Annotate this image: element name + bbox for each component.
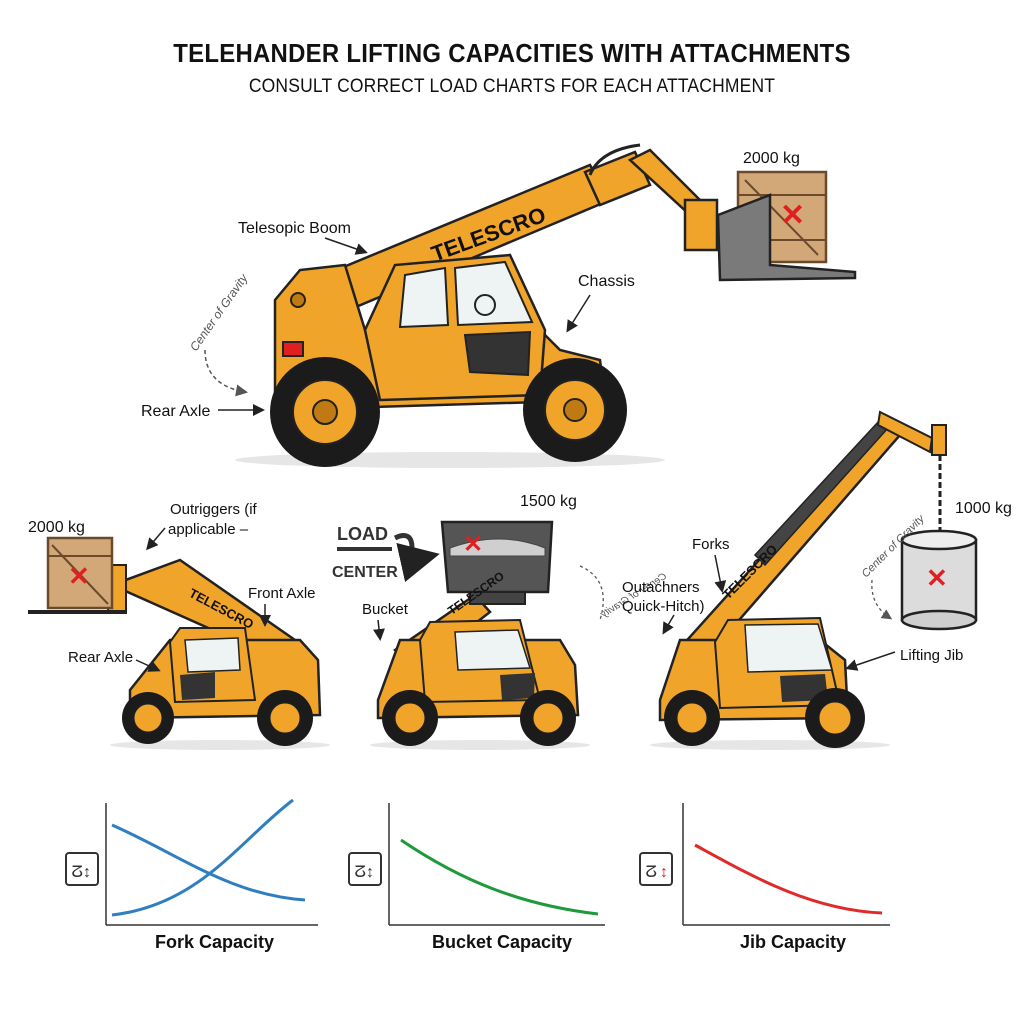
- bucket-label: Bucket: [362, 601, 409, 618]
- front-axle-label: Front Axle: [248, 585, 316, 602]
- bucket-capacity-curve: [400, 838, 599, 916]
- outriggers-label-line2: applicable –: [168, 521, 249, 538]
- quick-hitch-label-line1: Outachners: [622, 579, 700, 596]
- fork-warning-x: ✕: [68, 561, 90, 591]
- bucket-capacity-chart: ⵒ↕ Bucket Capacity: [348, 803, 605, 952]
- svg-text:ⵒ: ⵒ: [645, 864, 657, 881]
- concrete-load: [900, 529, 978, 631]
- page-title: TELEHANDER LIFTING CAPACITIES WITH ATTAC…: [173, 38, 851, 68]
- chassis-label: Chassis: [578, 273, 635, 290]
- lifting-jib-label: Lifting Jib: [900, 647, 963, 664]
- jib-load-weight: 1000 kg: [955, 500, 1012, 517]
- fork-capacity-caption: Fork Capacity: [155, 932, 274, 952]
- load-chart-icon: ⵒ ↕: [639, 852, 673, 886]
- fork-load-weight: 2000 kg: [28, 519, 85, 536]
- main-load-weight: 2000 kg: [743, 150, 800, 167]
- main-rear-axle-label: Rear Axle: [141, 403, 210, 420]
- fork-capacity-chart: ⵒ↕ Fork Capacity: [65, 798, 318, 952]
- load-center-arrow: [393, 533, 440, 583]
- load-center-line1: LOAD: [337, 524, 388, 544]
- front-wheel: [523, 358, 627, 462]
- forks-label: Forks: [692, 536, 730, 553]
- jib-capacity-curve: [694, 843, 883, 915]
- operator-cab: [363, 253, 547, 402]
- load-chart-icon: ⵒ↕: [65, 852, 99, 886]
- jib-warning-x: ✕: [926, 563, 948, 593]
- jib-capacity-caption: Jib Capacity: [740, 932, 846, 952]
- load-center-line2: CENTER: [332, 564, 398, 581]
- load-center-badge: LOAD CENTER: [332, 524, 440, 583]
- svg-text:ⵒ↕: ⵒ↕: [71, 864, 91, 881]
- bucket-telehandler: ✕ TELESCRO: [370, 520, 590, 750]
- rear-wheel: [270, 357, 380, 467]
- quick-hitch-label-line2: Quick-Hitch): [622, 598, 705, 615]
- svg-text:ⵒ↕: ⵒ↕: [354, 864, 374, 881]
- bucket-load-weight: 1500 kg: [520, 493, 577, 510]
- main-warning-x: ✕: [780, 199, 805, 232]
- fork-capacity-curve-b: [111, 798, 294, 917]
- fork-capacity-curve-a: [111, 823, 306, 902]
- jib-telehandler: ✕ TELESCRO: [650, 410, 978, 750]
- page-subtitle: CONSULT CORRECT LOAD CHARTS FOR EACH ATT…: [248, 76, 776, 97]
- fork-rear-axle-label: Rear Axle: [68, 649, 133, 666]
- main-cog-label: Center of Gravity: [187, 271, 251, 354]
- outriggers-label-line1: Outriggers (if: [170, 501, 258, 518]
- bucket-capacity-caption: Bucket Capacity: [432, 932, 572, 952]
- load-chart-icon: ⵒ↕: [348, 852, 382, 886]
- bucket-warning-x: ✕: [463, 531, 483, 558]
- main-bucket-attachment: [716, 193, 857, 282]
- jib-capacity-chart: ⵒ ↕ Jib Capacity: [639, 803, 890, 952]
- fork-telehandler: ✕ TELESCRO: [28, 536, 330, 750]
- main-telehandler: TELESCRO ✕ 2000 kg: [235, 143, 857, 468]
- boom-label: Telesopic Boom: [238, 220, 351, 237]
- svg-text:↕: ↕: [660, 864, 668, 881]
- telescopic-boom: [298, 143, 719, 322]
